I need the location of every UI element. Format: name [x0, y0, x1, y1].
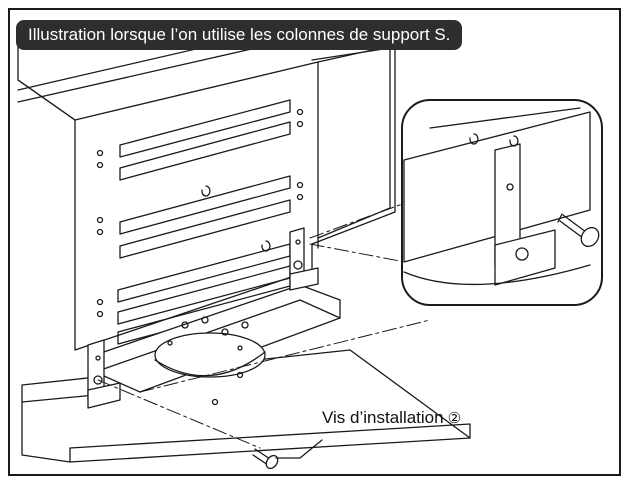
callout-text: Vis d’installation — [322, 408, 444, 427]
detail-zoom-circle — [401, 99, 603, 306]
screw-icon — [557, 213, 600, 248]
support-column-right — [289, 227, 319, 291]
caption-banner: Illustration lorsque l’on utilise les co… — [16, 20, 463, 50]
callout-leader — [275, 439, 323, 459]
screw-icon — [252, 448, 279, 470]
guide-lines — [97, 202, 431, 449]
stand-base — [94, 284, 341, 406]
caption-text: Illustration lorsque l’on utilise les co… — [28, 25, 451, 44]
support-column-left — [87, 339, 121, 409]
callout-number: ② — [447, 409, 462, 427]
